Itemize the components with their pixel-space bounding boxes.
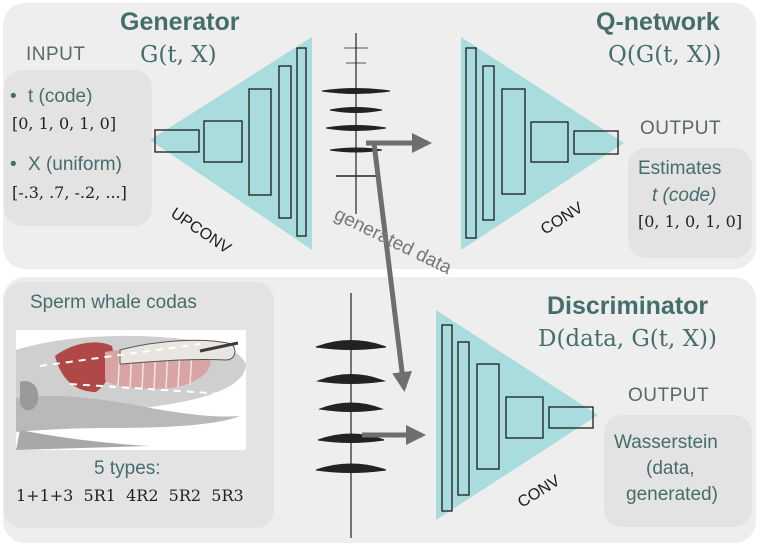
- types-label: 5 types:: [94, 458, 161, 479]
- whale-illustration: [16, 330, 246, 450]
- generator-block: [150, 37, 312, 250]
- qnetwork-formula: Q(G(t, X)): [608, 42, 722, 68]
- bullet-x: •: [10, 154, 17, 175]
- wasserstein-box: [604, 415, 752, 527]
- generator-formula: G(t, X): [140, 42, 217, 68]
- x-uniform-label: X (uniform): [28, 154, 122, 175]
- discriminator-block: [436, 310, 598, 520]
- wasserstein-line2: (data,: [646, 458, 695, 479]
- discriminator-formula: D(data, G(t, X)): [538, 326, 717, 352]
- arrows: [362, 133, 432, 445]
- generated-waveform: [321, 33, 391, 214]
- types-value: 1+1+3 5R1 4R2 5R2 5R3: [16, 486, 244, 505]
- estimates-box: [628, 148, 752, 258]
- qnetwork-title: Q-network: [596, 8, 720, 36]
- t-code-value: [0, 1, 0, 1, 0]: [12, 114, 117, 133]
- discriminator-title: Discriminator: [547, 292, 709, 320]
- bottom-output-caption: OUTPUT: [628, 385, 710, 406]
- real-waveform: [315, 293, 387, 538]
- input-box: [4, 70, 152, 226]
- x-uniform-value: [-.3, .7, -.2, ...]: [12, 183, 127, 202]
- wasserstein-line1: Wasserstein: [614, 432, 718, 453]
- top-output-caption: OUTPUT: [640, 118, 722, 139]
- generator-title: Generator: [120, 8, 240, 36]
- input-caption: INPUT: [26, 44, 86, 65]
- code-value: [0, 1, 0, 1, 0]: [638, 212, 743, 231]
- code-label: t (code): [652, 185, 717, 206]
- estimates-label: Estimates: [638, 158, 722, 179]
- whale-title: Sperm whale codas: [30, 292, 197, 313]
- qnetwork-block: [461, 37, 624, 250]
- wasserstein-line3: generated): [626, 484, 718, 505]
- t-code-label: t (code): [28, 86, 93, 107]
- bullet-t: •: [10, 86, 17, 107]
